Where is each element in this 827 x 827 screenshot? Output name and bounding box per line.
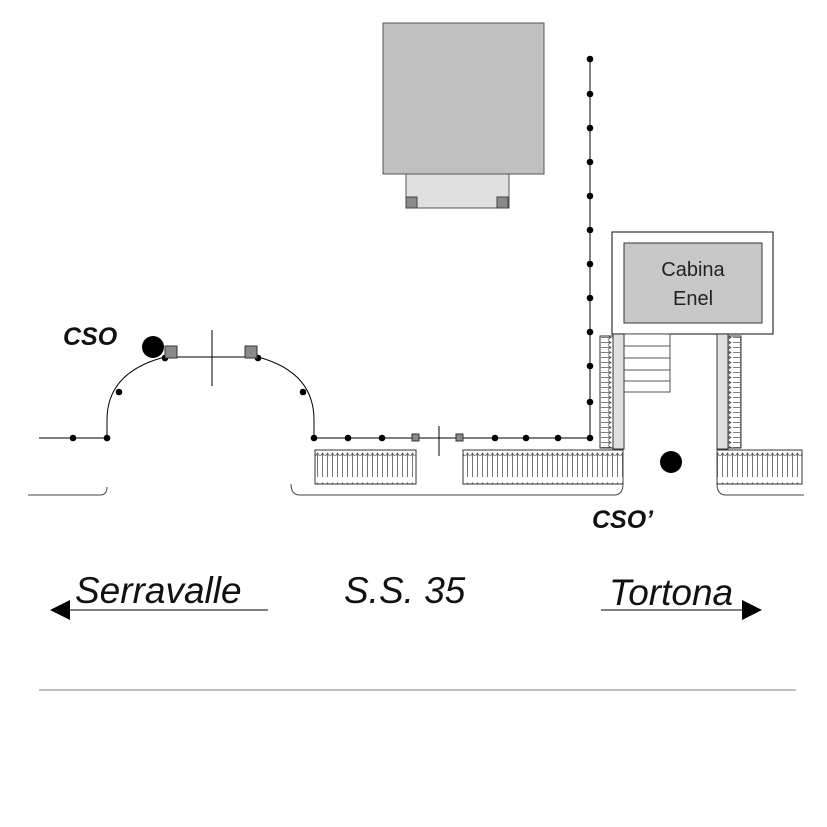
fence-post — [103, 434, 111, 442]
hedge-strip — [462, 449, 624, 485]
road-name-label: S.S. 35 — [344, 570, 466, 611]
building — [382, 22, 545, 209]
direction-right-label: Tortona — [609, 572, 733, 613]
fence-post — [491, 434, 499, 442]
fence-post — [522, 434, 530, 442]
arrow-left-icon — [50, 600, 70, 620]
gate-pillar — [455, 433, 464, 442]
curb-right — [716, 449, 804, 496]
cso-markers: CSO CSO’ — [63, 323, 682, 534]
direction-left-label: Serravalle — [75, 570, 242, 611]
fence-post — [586, 398, 594, 406]
steps — [623, 333, 671, 393]
fence-post — [586, 55, 594, 63]
fence-post — [586, 328, 594, 336]
curb-left — [28, 486, 108, 496]
fence-post — [586, 226, 594, 234]
cabina-label-line1: Cabina — [661, 259, 725, 281]
fence-post — [586, 362, 594, 370]
building-main — [382, 22, 545, 175]
building-annex — [405, 173, 510, 209]
cabina-label-line2: Enel — [673, 288, 713, 310]
gate-pillar — [411, 433, 420, 442]
fence-post — [586, 192, 594, 200]
cso-left-marker — [142, 336, 164, 358]
curb-center — [290, 449, 624, 496]
hedge-strip — [716, 449, 803, 485]
building-annex-post-left — [405, 196, 418, 209]
arrow-right-icon — [742, 600, 762, 620]
fence-post — [586, 90, 594, 98]
entrance-wall-left — [612, 333, 625, 450]
gate-pillar — [244, 345, 258, 359]
cso-right-label: CSO’ — [592, 506, 654, 534]
fence-post — [586, 294, 594, 302]
fence-post — [554, 434, 562, 442]
fence-post — [69, 434, 77, 442]
fence — [39, 58, 591, 456]
building-annex-post-right — [496, 196, 509, 209]
gate-pillar — [164, 345, 178, 359]
road-labels: S.S. 35 Serravalle Tortona — [50, 570, 762, 620]
fence-post — [586, 434, 594, 442]
entrance-wall-right — [716, 333, 729, 450]
gate-pillars — [164, 345, 464, 442]
fence-post — [299, 388, 307, 396]
hedge-strip — [314, 449, 417, 485]
cso-left-label: CSO — [63, 323, 118, 351]
cabina-enel: Cabina Enel — [611, 231, 774, 335]
cabina-inner — [623, 242, 763, 324]
steps-outline — [623, 333, 671, 393]
fence-post — [586, 124, 594, 132]
cso-right-marker — [660, 451, 682, 473]
fence-post — [115, 388, 123, 396]
hedge-strip — [599, 335, 614, 449]
fence-post — [378, 434, 386, 442]
fence-post — [586, 158, 594, 166]
hedge-strip — [727, 335, 742, 449]
hedges — [314, 335, 803, 485]
fence-post — [586, 260, 594, 268]
road-edge — [28, 449, 804, 496]
fence-post — [310, 434, 318, 442]
fence-arch — [106, 356, 315, 438]
fence-post — [344, 434, 352, 442]
